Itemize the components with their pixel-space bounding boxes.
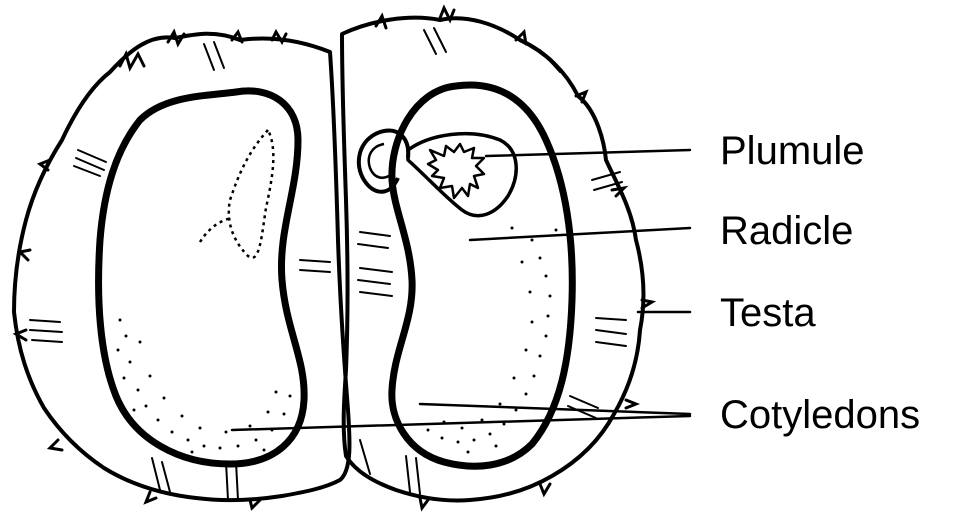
label-testa: Testa: [720, 291, 816, 335]
left-embryo-dotted: [200, 130, 273, 258]
label-cotyledons: Cotyledons: [720, 393, 920, 437]
label-plumule: Plumule: [720, 129, 865, 173]
label-radicle: Radicle: [720, 209, 853, 253]
right-testa-jagged-edge: [376, 8, 652, 508]
plumule-leaflets: [428, 144, 484, 198]
plumule-leader: [486, 150, 690, 156]
radicle-leader: [470, 228, 690, 240]
